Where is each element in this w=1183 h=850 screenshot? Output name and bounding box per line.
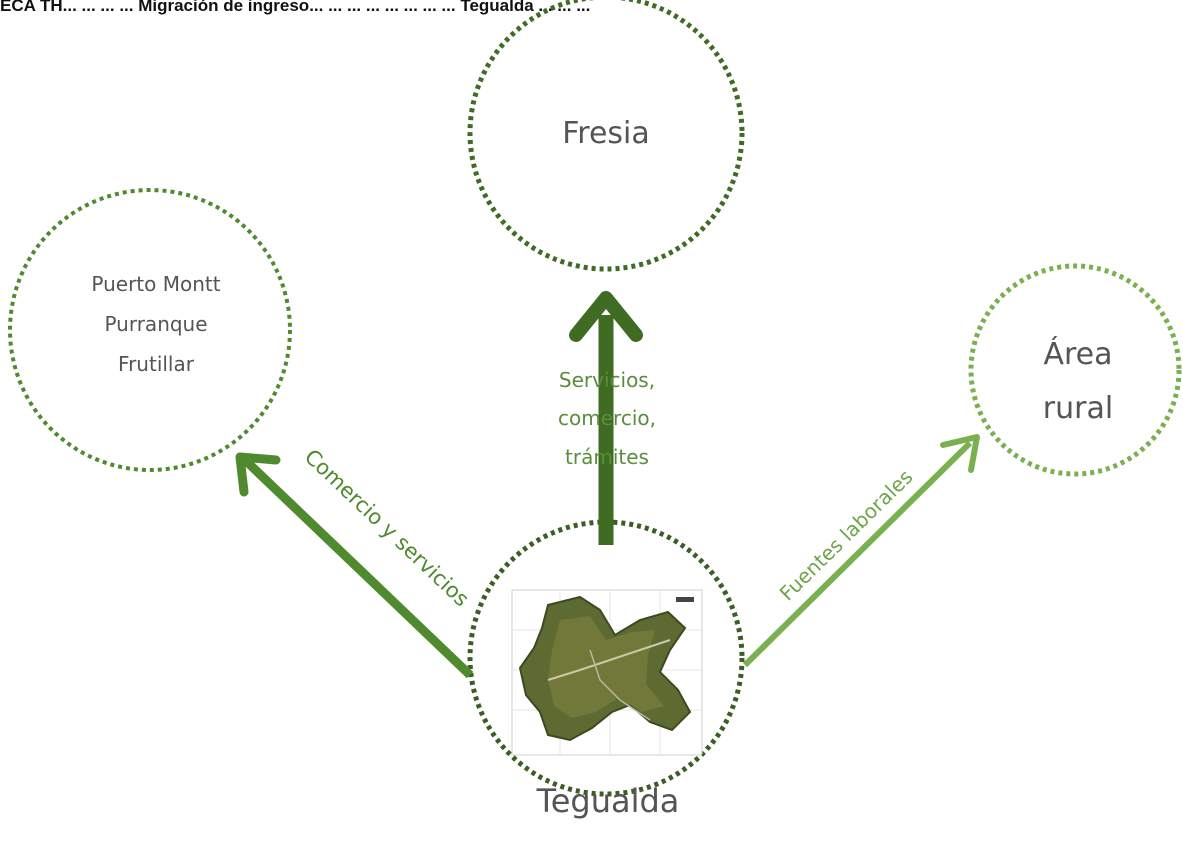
node-circle-fresia <box>467 0 745 272</box>
flow-label-rural: Fuentes laborales <box>775 465 918 606</box>
node-label-puerto-line-3: Frutillar <box>118 352 195 376</box>
flow-label-fresia-line-3: trámites <box>565 445 649 469</box>
node-label-rural-line-2: rural <box>1043 391 1113 426</box>
node-label-puerto-line-2: Purranque <box>104 312 207 336</box>
node-label-rural-line-1: Área <box>1043 336 1112 372</box>
node-label-fresia: Fresia <box>562 116 650 151</box>
node-circle-puerto <box>8 188 292 472</box>
node-label-puerto-line-1: Puerto Montt <box>91 272 220 296</box>
arrow-to-puerto <box>235 452 474 679</box>
node-label-tegualda: Tegualda <box>536 782 680 820</box>
arrow-to-rural <box>742 434 980 668</box>
flow-label-fresia-line-2: comercio, <box>558 406 656 430</box>
town-map-image <box>511 589 703 756</box>
node-circle-rural <box>968 263 1182 477</box>
flow-label-fresia-line-1: Servicios, <box>559 368 655 392</box>
arrow-to-fresia <box>569 291 643 545</box>
figure-caption: ECA TH... ... ... ... Migración de ingre… <box>0 0 591 15</box>
flow-label-puerto: Comercio y servicios <box>300 445 474 612</box>
